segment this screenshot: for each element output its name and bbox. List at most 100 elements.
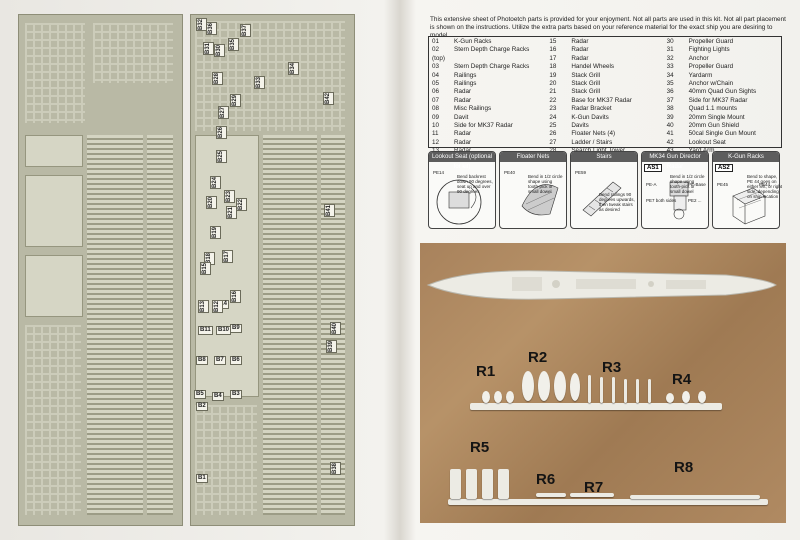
fret-part-label: B25 — [216, 150, 227, 164]
resin-group-label: R4 — [672, 371, 692, 388]
resin-part — [538, 371, 550, 401]
part-description: Propeller Guard — [688, 63, 734, 71]
diagram-note: Bend in 1/2 circle shape using tooth-pic… — [528, 174, 563, 194]
part-number: 31 — [666, 46, 674, 54]
part-number: 10 — [432, 122, 440, 130]
fret-part-label: B4 — [212, 392, 224, 401]
part-number: 08 — [432, 105, 440, 113]
right-page: This extensive sheet of Photoetch parts … — [402, 0, 800, 540]
part-description: Fighting Lights — [688, 46, 730, 54]
part-number: 28 — [549, 147, 571, 155]
part-description: Anchor — [688, 54, 709, 62]
fret-part-block — [25, 175, 83, 247]
fret-part-label: B29 — [230, 94, 241, 108]
resin-part — [600, 377, 603, 403]
fret-part-label: B11 — [198, 326, 213, 335]
part-number: 22 — [549, 96, 557, 104]
resin-part — [506, 391, 514, 403]
part-description: Ladder / Stairs — [571, 138, 613, 146]
fret-part-label: B10 — [216, 326, 232, 335]
part-number: 21 — [549, 88, 557, 96]
parts-row: 33 Propeller Guard — [667, 63, 778, 71]
parts-row: 43Yard Arm — [667, 147, 778, 155]
part-description: Radar — [571, 54, 589, 62]
fret-part-label: B22 — [236, 198, 247, 212]
diagram-tag: PE7 both sides — [646, 198, 677, 203]
part-description: Search Light Tower — [571, 147, 625, 155]
fret-part-label: B41 — [324, 204, 335, 218]
fret-part-label: B1 — [196, 474, 208, 483]
diagram-title: Floater Nets — [500, 152, 566, 162]
part-number: 33 — [666, 63, 674, 71]
fret-part-label: B40 — [330, 322, 341, 336]
part-number: 15 — [549, 38, 557, 45]
part-description: Radar — [454, 88, 472, 96]
part-number: 34 — [666, 71, 674, 79]
fret-part-label: B16 — [230, 290, 241, 304]
diagram-illustration — [436, 179, 482, 225]
fret-part-label: B28 — [212, 72, 223, 86]
part-number: 11 — [432, 130, 439, 138]
diagram-part-code: PE14 — [433, 170, 445, 175]
resin-part — [498, 469, 509, 499]
part-number: 41 — [666, 130, 674, 138]
resin-group-label: R7 — [584, 479, 604, 496]
part-number: 43 — [667, 147, 689, 155]
resin-part — [494, 391, 502, 403]
part-number: 20 — [549, 80, 557, 88]
fret-part-label: B3 — [230, 390, 242, 399]
part-description: Radar — [571, 46, 589, 54]
part-number: 07 — [432, 96, 440, 104]
fret-part-label: B26 — [216, 126, 227, 140]
part-number: 04 — [432, 71, 440, 79]
fret-grid-area — [25, 23, 85, 123]
part-description: Anchor w/Chain — [688, 80, 734, 88]
fret-part-label: B20 — [206, 196, 217, 210]
part-number: 36 — [666, 88, 674, 96]
diagram-tag: PE44 — [759, 182, 771, 187]
part-number: 05 — [432, 80, 440, 88]
part-description: Stern Depth Charge Racks — [454, 46, 530, 54]
fret-part-block — [25, 255, 83, 317]
part-description: Lookout Seat — [688, 138, 726, 146]
part-number: 25 — [549, 122, 557, 130]
part-number: 24 — [549, 113, 557, 121]
diagram-part-code: PE59 — [575, 170, 587, 175]
resin-group-label: R3 — [602, 359, 622, 376]
part-description: Side for MK37 Radar — [454, 122, 513, 130]
fret-part-label: B37 — [240, 24, 251, 38]
fret-part-label: B36 — [206, 22, 217, 36]
resin-part — [624, 379, 627, 403]
part-number: 26 — [549, 130, 557, 138]
part-number: 38 — [666, 105, 674, 113]
resin-group-label: R5 — [470, 439, 490, 456]
fret-part-label: B7 — [214, 356, 226, 365]
part-number: 18 — [549, 63, 557, 71]
diagram-part-code: AS1 — [644, 164, 662, 172]
part-number: 09 — [432, 113, 440, 121]
resin-part — [554, 371, 566, 401]
